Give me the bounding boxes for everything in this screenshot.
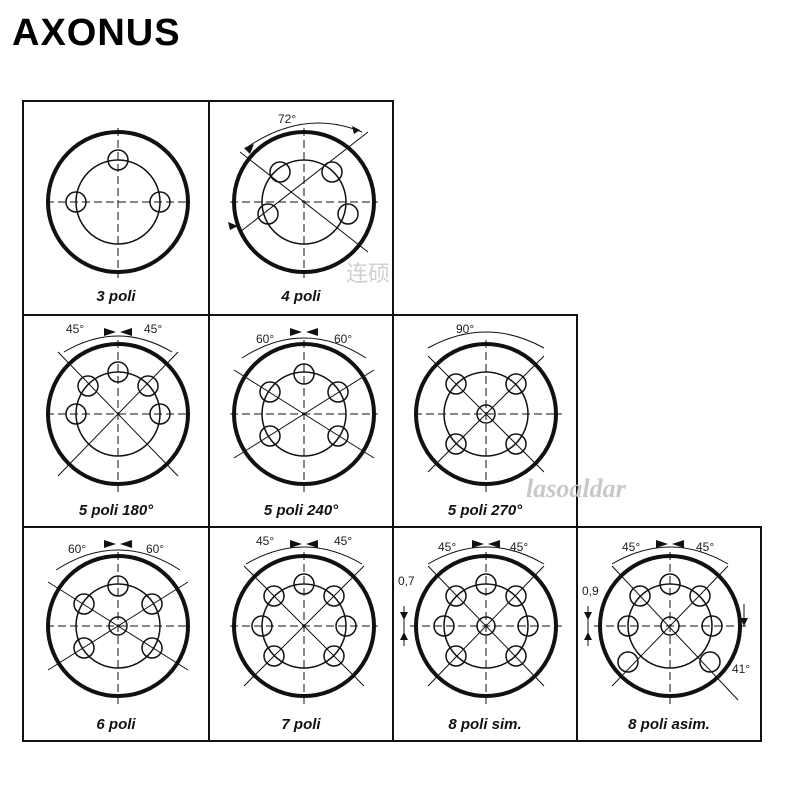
angle-label: 60° bbox=[256, 332, 275, 346]
pole-cell-3: 3 poli bbox=[22, 100, 210, 316]
pole-cell-8-sim: 45° 45° 0,7 8 poli sim. bbox=[392, 526, 578, 742]
angle-label: 41° bbox=[732, 662, 751, 676]
pole-diagram-8-asim bbox=[584, 540, 750, 704]
pole-diagram-5-240 bbox=[230, 328, 378, 492]
pole-cell-5-240: 60° 60° 5 poli 240° bbox=[208, 314, 394, 528]
caption-6-poli: 6 poli bbox=[96, 716, 136, 733]
caption-5-poli-240: 5 poli 240° bbox=[263, 502, 339, 519]
caption-8-poli-asim: 8 poli asim. bbox=[628, 716, 710, 733]
angle-label: 45° bbox=[696, 540, 715, 554]
pole-cell-6: 60° 60° 6 poli bbox=[22, 526, 210, 742]
angle-label: 45° bbox=[510, 540, 529, 554]
pole-diagram-8-sim bbox=[400, 540, 562, 704]
caption-3-poli: 3 poli bbox=[96, 288, 136, 305]
caption-5-poli-180: 5 poli 180° bbox=[78, 502, 154, 519]
caption-7-poli: 7 poli bbox=[281, 716, 321, 733]
pole-diagram-6 bbox=[46, 540, 190, 704]
caption-5-poli-270: 5 poli 270° bbox=[447, 502, 523, 519]
pole-diagram-7 bbox=[230, 540, 378, 704]
pole-cell-8-asim: 45° 45° 41° 0,9 8 poli asim. bbox=[576, 526, 762, 742]
caption-4-poli: 4 poli bbox=[281, 288, 321, 305]
angle-label: 60° bbox=[68, 542, 87, 556]
pole-cell-7: 45° 45° 7 poli bbox=[208, 526, 394, 742]
offset-label: 0,9 bbox=[582, 584, 599, 598]
angle-label: 45° bbox=[438, 540, 457, 554]
pole-diagram-5-180 bbox=[46, 328, 190, 492]
pole-diagram-5-270 bbox=[414, 331, 562, 492]
angle-label: 45° bbox=[622, 540, 641, 554]
pole-diagram-4 bbox=[228, 122, 378, 278]
brand-logo: AXONUS bbox=[12, 12, 181, 54]
angle-label: 60° bbox=[146, 542, 165, 556]
angle-label: 72° bbox=[278, 112, 297, 126]
angle-label: 60° bbox=[334, 332, 353, 346]
pole-cell-5-270: 90° 5 poli 270° bbox=[392, 314, 578, 528]
angle-label: 45° bbox=[66, 322, 85, 336]
offset-label: 0,7 bbox=[398, 574, 415, 588]
angle-label: 45° bbox=[256, 534, 275, 548]
angle-label: 45° bbox=[334, 534, 353, 548]
pole-diagram-3 bbox=[46, 128, 190, 278]
angle-label: 45° bbox=[144, 322, 163, 336]
pole-cell-5-180: 45° 45° 5 poli 180° bbox=[22, 314, 210, 528]
watermark-cjk: 连硕 bbox=[346, 262, 391, 287]
caption-8-poli-sim: 8 poli sim. bbox=[448, 716, 522, 733]
angle-label: 90° bbox=[456, 322, 475, 336]
watermark-latin: lasoaldar bbox=[526, 474, 626, 503]
